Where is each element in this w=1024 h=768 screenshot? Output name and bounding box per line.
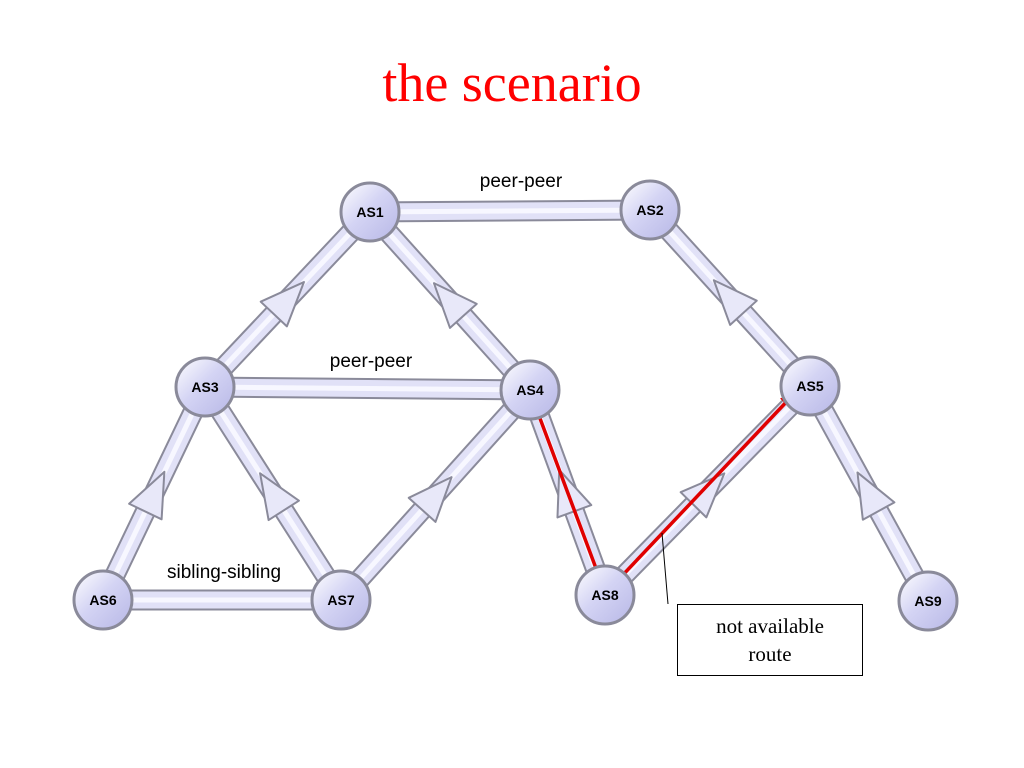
direction-arrow-as4-as1	[432, 282, 478, 329]
direction-arrow-as7-as3	[259, 472, 300, 522]
node-label-as4: AS4	[516, 382, 543, 398]
callout-line-2: route	[748, 642, 792, 666]
node-label-as5: AS5	[796, 378, 823, 394]
node-circle	[779, 355, 841, 417]
node-as4: AS4	[499, 359, 561, 421]
node-circle	[174, 356, 236, 418]
node-circle	[72, 569, 134, 631]
direction-arrow-as9-as5	[856, 471, 896, 521]
edge-as3-as4-highlight	[204, 384, 531, 393]
node-as3: AS3	[174, 356, 236, 418]
direction-arrow-as7-as4	[407, 476, 453, 523]
node-label-as2: AS2	[636, 202, 663, 218]
node-circle	[574, 564, 636, 626]
edge-as1-as2-highlight	[369, 207, 651, 215]
node-circle	[619, 179, 681, 241]
node-as2: AS2	[619, 179, 681, 241]
node-circle	[310, 569, 372, 631]
direction-arrow-as5-as2	[712, 279, 758, 326]
edge-label-as1-as2: peer-peer	[480, 171, 563, 192]
callout-pointer-line	[661, 532, 669, 605]
node-as8: AS8	[574, 564, 636, 626]
node-as1: AS1	[339, 181, 401, 243]
node-circle	[499, 359, 561, 421]
node-as9: AS9	[897, 570, 959, 632]
node-label-as6: AS6	[89, 592, 116, 608]
node-label-as1: AS1	[356, 204, 383, 220]
not-available-route-callout: not available route	[677, 604, 863, 676]
node-label-as9: AS9	[914, 593, 941, 609]
node-label-as8: AS8	[591, 587, 618, 603]
arrows-layer	[128, 279, 896, 523]
node-as7: AS7	[310, 569, 372, 631]
node-label-as3: AS3	[191, 379, 218, 395]
edge-label-as6-as7: sibling-sibling	[167, 562, 281, 583]
direction-arrow-as3-as1	[259, 281, 305, 328]
node-as5: AS5	[779, 355, 841, 417]
direction-arrow-as6-as3	[128, 470, 166, 521]
node-label-as7: AS7	[327, 592, 354, 608]
node-circle	[339, 181, 401, 243]
direction-arrow-as8-as5	[679, 472, 726, 519]
callout-line-1: not available	[716, 614, 824, 638]
slide-title: the scenario	[382, 53, 642, 113]
edge-label-as3-as4: peer-peer	[330, 351, 413, 372]
node-as6: AS6	[72, 569, 134, 631]
node-circle	[897, 570, 959, 632]
